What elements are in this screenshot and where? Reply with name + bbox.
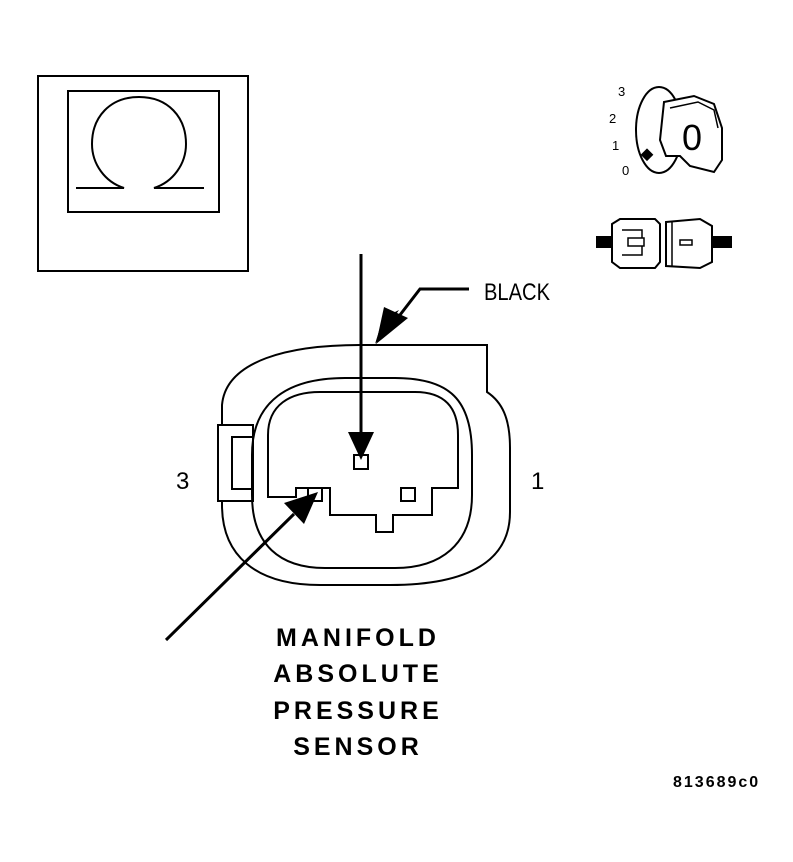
probe-arrow-center (348, 254, 374, 460)
ignition-key-off-icon: 3 2 1 0 0 (609, 84, 723, 178)
ignition-position-0: 0 (622, 163, 629, 178)
ignition-position-2: 2 (609, 111, 616, 126)
component-title: MANIFOLD ABSOLUTE PRESSURE SENSOR (273, 624, 443, 761)
ignition-position-3: 3 (618, 84, 625, 99)
connector-face (217, 344, 511, 586)
ohmmeter-icon (37, 75, 249, 272)
title-line-2: ABSOLUTE (273, 660, 443, 688)
ignition-key-label: 0 (682, 117, 702, 158)
wire-color-label: BLACK (484, 279, 550, 306)
figure-id: 813689c0 (673, 774, 760, 791)
probe-arrow-ground (164, 492, 318, 642)
pin-cavity-1 (400, 487, 416, 502)
title-line-4: SENSOR (293, 733, 423, 761)
title-line-3: PRESSURE (273, 697, 443, 725)
title-line-1: MANIFOLD (276, 624, 440, 652)
disconnected-connector-icon (596, 217, 732, 270)
wire-color-callout: BLACK (375, 279, 550, 344)
pin-label-1: 1 (531, 468, 544, 495)
ignition-position-1: 1 (612, 138, 619, 153)
pin-label-3: 3 (176, 468, 189, 495)
